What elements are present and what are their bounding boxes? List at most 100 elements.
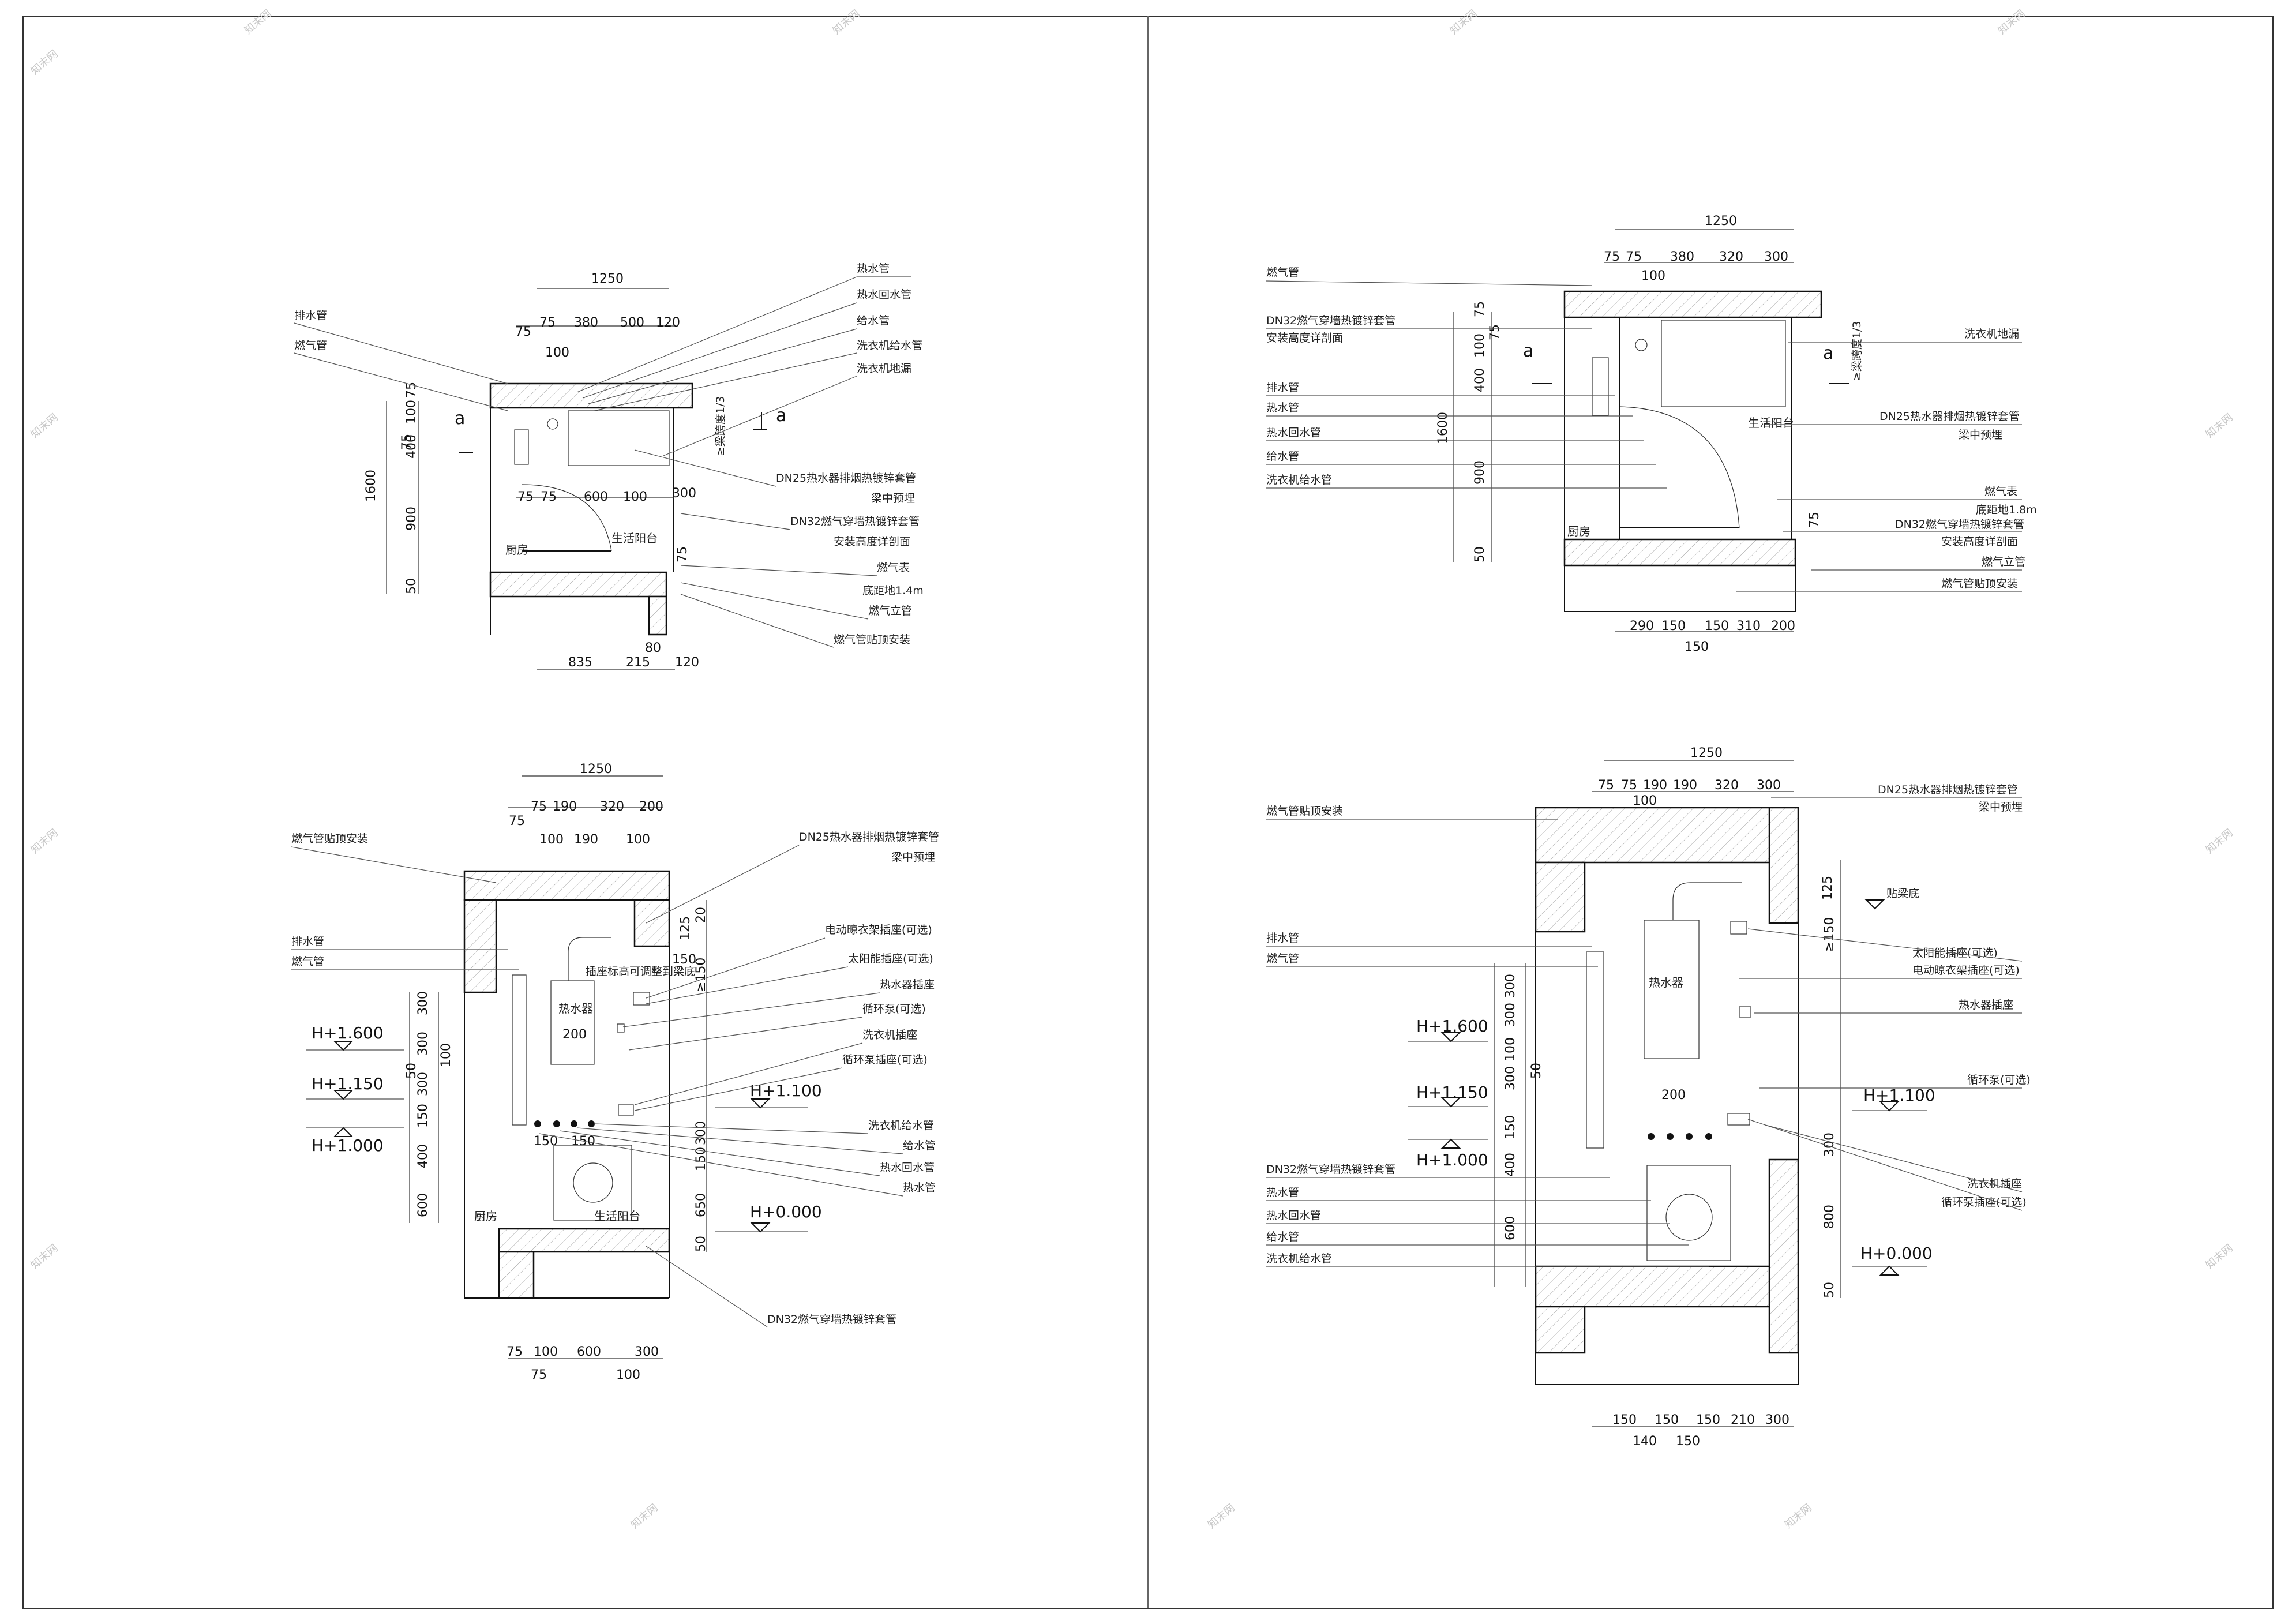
dim-label: ≥150 [1822, 917, 1837, 952]
elevation-label: H+1.000 [312, 1136, 384, 1155]
annotation-label: 洗衣机插座 [1967, 1177, 2022, 1190]
pipe-dot [1686, 1133, 1693, 1140]
dim-label: 75 [507, 1345, 523, 1359]
washer-body [1646, 1165, 1731, 1261]
annotation-label: 热水管 [857, 262, 890, 275]
annotation-label: 底距地1.4m [862, 584, 924, 597]
watermark-text: 知末网 [29, 827, 61, 856]
plan-1: a a ≥梁跨度1/3 厨房 生活阳台 1250 75 75 380 500 1… [294, 262, 924, 670]
leader-line [594, 352, 857, 411]
radiator [1592, 357, 1609, 416]
level-marker [333, 1127, 354, 1137]
dim-label: 80 [645, 641, 661, 655]
dim-label: 400 [1503, 1153, 1518, 1177]
dim-label: 800 [1822, 1205, 1837, 1229]
dim-label: 75 [1473, 301, 1487, 317]
annotation-label: 燃气立管 [1982, 556, 2025, 568]
annotation-label: 给水管 [1266, 1231, 1299, 1243]
annotation-label: 循环泵(可选) [862, 1003, 926, 1015]
elevation-label: H+1.000 [1416, 1150, 1488, 1169]
room-label: 生活阳台 [1748, 416, 1794, 430]
dim-label: 100 [1473, 333, 1487, 358]
leader-line [1765, 1124, 2023, 1192]
watermark-text: 知末网 [2204, 827, 2235, 856]
dim-label: 600 [1503, 1216, 1518, 1240]
dim-label: 300 [635, 1345, 659, 1359]
leader-line [1266, 280, 1593, 286]
leader-line [646, 966, 849, 1004]
annotation-label: 燃气管贴顶安装 [834, 633, 910, 646]
dim-label: 150 [534, 1134, 558, 1149]
dim-label: 1600 [1436, 412, 1450, 444]
leader-line [680, 565, 877, 576]
dim-label: 75 [1598, 778, 1614, 793]
dim-label: 140 [1633, 1434, 1657, 1449]
leader-line [539, 1133, 903, 1197]
wall-left [463, 899, 497, 993]
dim-label: 150 [1612, 1413, 1637, 1427]
washer-outline [568, 410, 670, 466]
dim-label: 75 [515, 325, 531, 339]
washer-drum [573, 1162, 613, 1203]
dim-label: 300 [416, 991, 430, 1015]
dim-label: 200 [562, 1027, 587, 1042]
dim-label: 215 [626, 655, 650, 670]
watermark-text: 知末网 [29, 48, 61, 77]
annotation-label: 热水回水管 [1266, 426, 1321, 439]
elevation-label: H+1.600 [1416, 1017, 1488, 1036]
annotation-label: 燃气管贴顶安装 [291, 832, 368, 845]
dim-label: 380 [1670, 250, 1694, 264]
dim-label: 75 [1621, 778, 1637, 793]
level-marker [1440, 1138, 1461, 1149]
level-marker [1440, 1097, 1461, 1108]
annotation-label: 梁中预埋 [1959, 429, 2002, 441]
dim-label: 75 [1807, 512, 1822, 528]
section-mark: a [776, 406, 786, 426]
annotation-label: 电动晾衣架插座(可选) [825, 924, 932, 936]
elevation-1: 热水器 厨房 生活阳台 插座标高可调整到梁底 1250 75 75 190 32… [291, 762, 939, 1382]
annotation-label: 热水回水管 [1266, 1209, 1321, 1222]
dim-label: 150 [1503, 1115, 1518, 1139]
dim-label: 900 [1473, 460, 1487, 485]
annotation-label: 热水器插座 [1959, 999, 2013, 1011]
annotation-label: 贴梁底 [1886, 887, 1919, 900]
annotation-label: 燃气立管 [868, 605, 912, 617]
annotation-label: 梁中预埋 [871, 492, 915, 505]
dim-label: 190 [1673, 778, 1697, 793]
leader-line [588, 328, 857, 404]
dim-label: 50 [694, 1236, 708, 1252]
dim-label: 100 [1633, 794, 1657, 808]
dim-label: 100 [1503, 1037, 1518, 1062]
elevation-label: H+1.150 [312, 1074, 384, 1093]
watermark-text: 知末网 [2204, 411, 2235, 441]
dim-label: 75 [541, 490, 557, 504]
leader-line [663, 376, 857, 456]
radiator [514, 429, 529, 465]
dim-label: 650 [694, 1193, 708, 1217]
annotation-label: 安装高度详剖面 [1266, 332, 1343, 344]
inner-note: 插座标高可调整到梁底 [586, 965, 695, 978]
dim-label: 120 [675, 655, 699, 670]
annotation-label: 循环泵(可选) [1967, 1074, 2031, 1086]
door-swing [1619, 406, 1740, 528]
annotation-label: 安装高度详剖面 [834, 535, 910, 548]
leader-line [1747, 1119, 2023, 1211]
level-marker [333, 1090, 354, 1100]
annotation-label: 燃气管贴顶安装 [1941, 577, 2018, 590]
wall-bottom [1563, 538, 1796, 567]
watermark-text: 知末网 [242, 7, 274, 37]
annotation-label: 排水管 [291, 935, 324, 948]
heater-body [1644, 920, 1700, 1059]
dim-label: 190 [1643, 778, 1667, 793]
dim-label: ≥150 [694, 958, 708, 992]
leader-line [291, 846, 497, 883]
annotation-label: 热水回水管 [880, 1161, 935, 1174]
wall-bottom [498, 1228, 670, 1253]
dim-label: 300 [416, 1072, 430, 1096]
leader-line [634, 449, 776, 487]
plan-2: a a ≥梁跨度1/3 厨房 生活阳台 1250 75 75 100 380 3… [1266, 214, 2037, 654]
dim-label: 200 [1771, 619, 1795, 633]
leader-line [294, 322, 508, 384]
watermark-grid: 知末网 知末网 知末网 知末网 知末网 知末网 知末网 知末网 知末网 知末网 … [29, 7, 2235, 1531]
dim-label: 600 [584, 490, 608, 504]
